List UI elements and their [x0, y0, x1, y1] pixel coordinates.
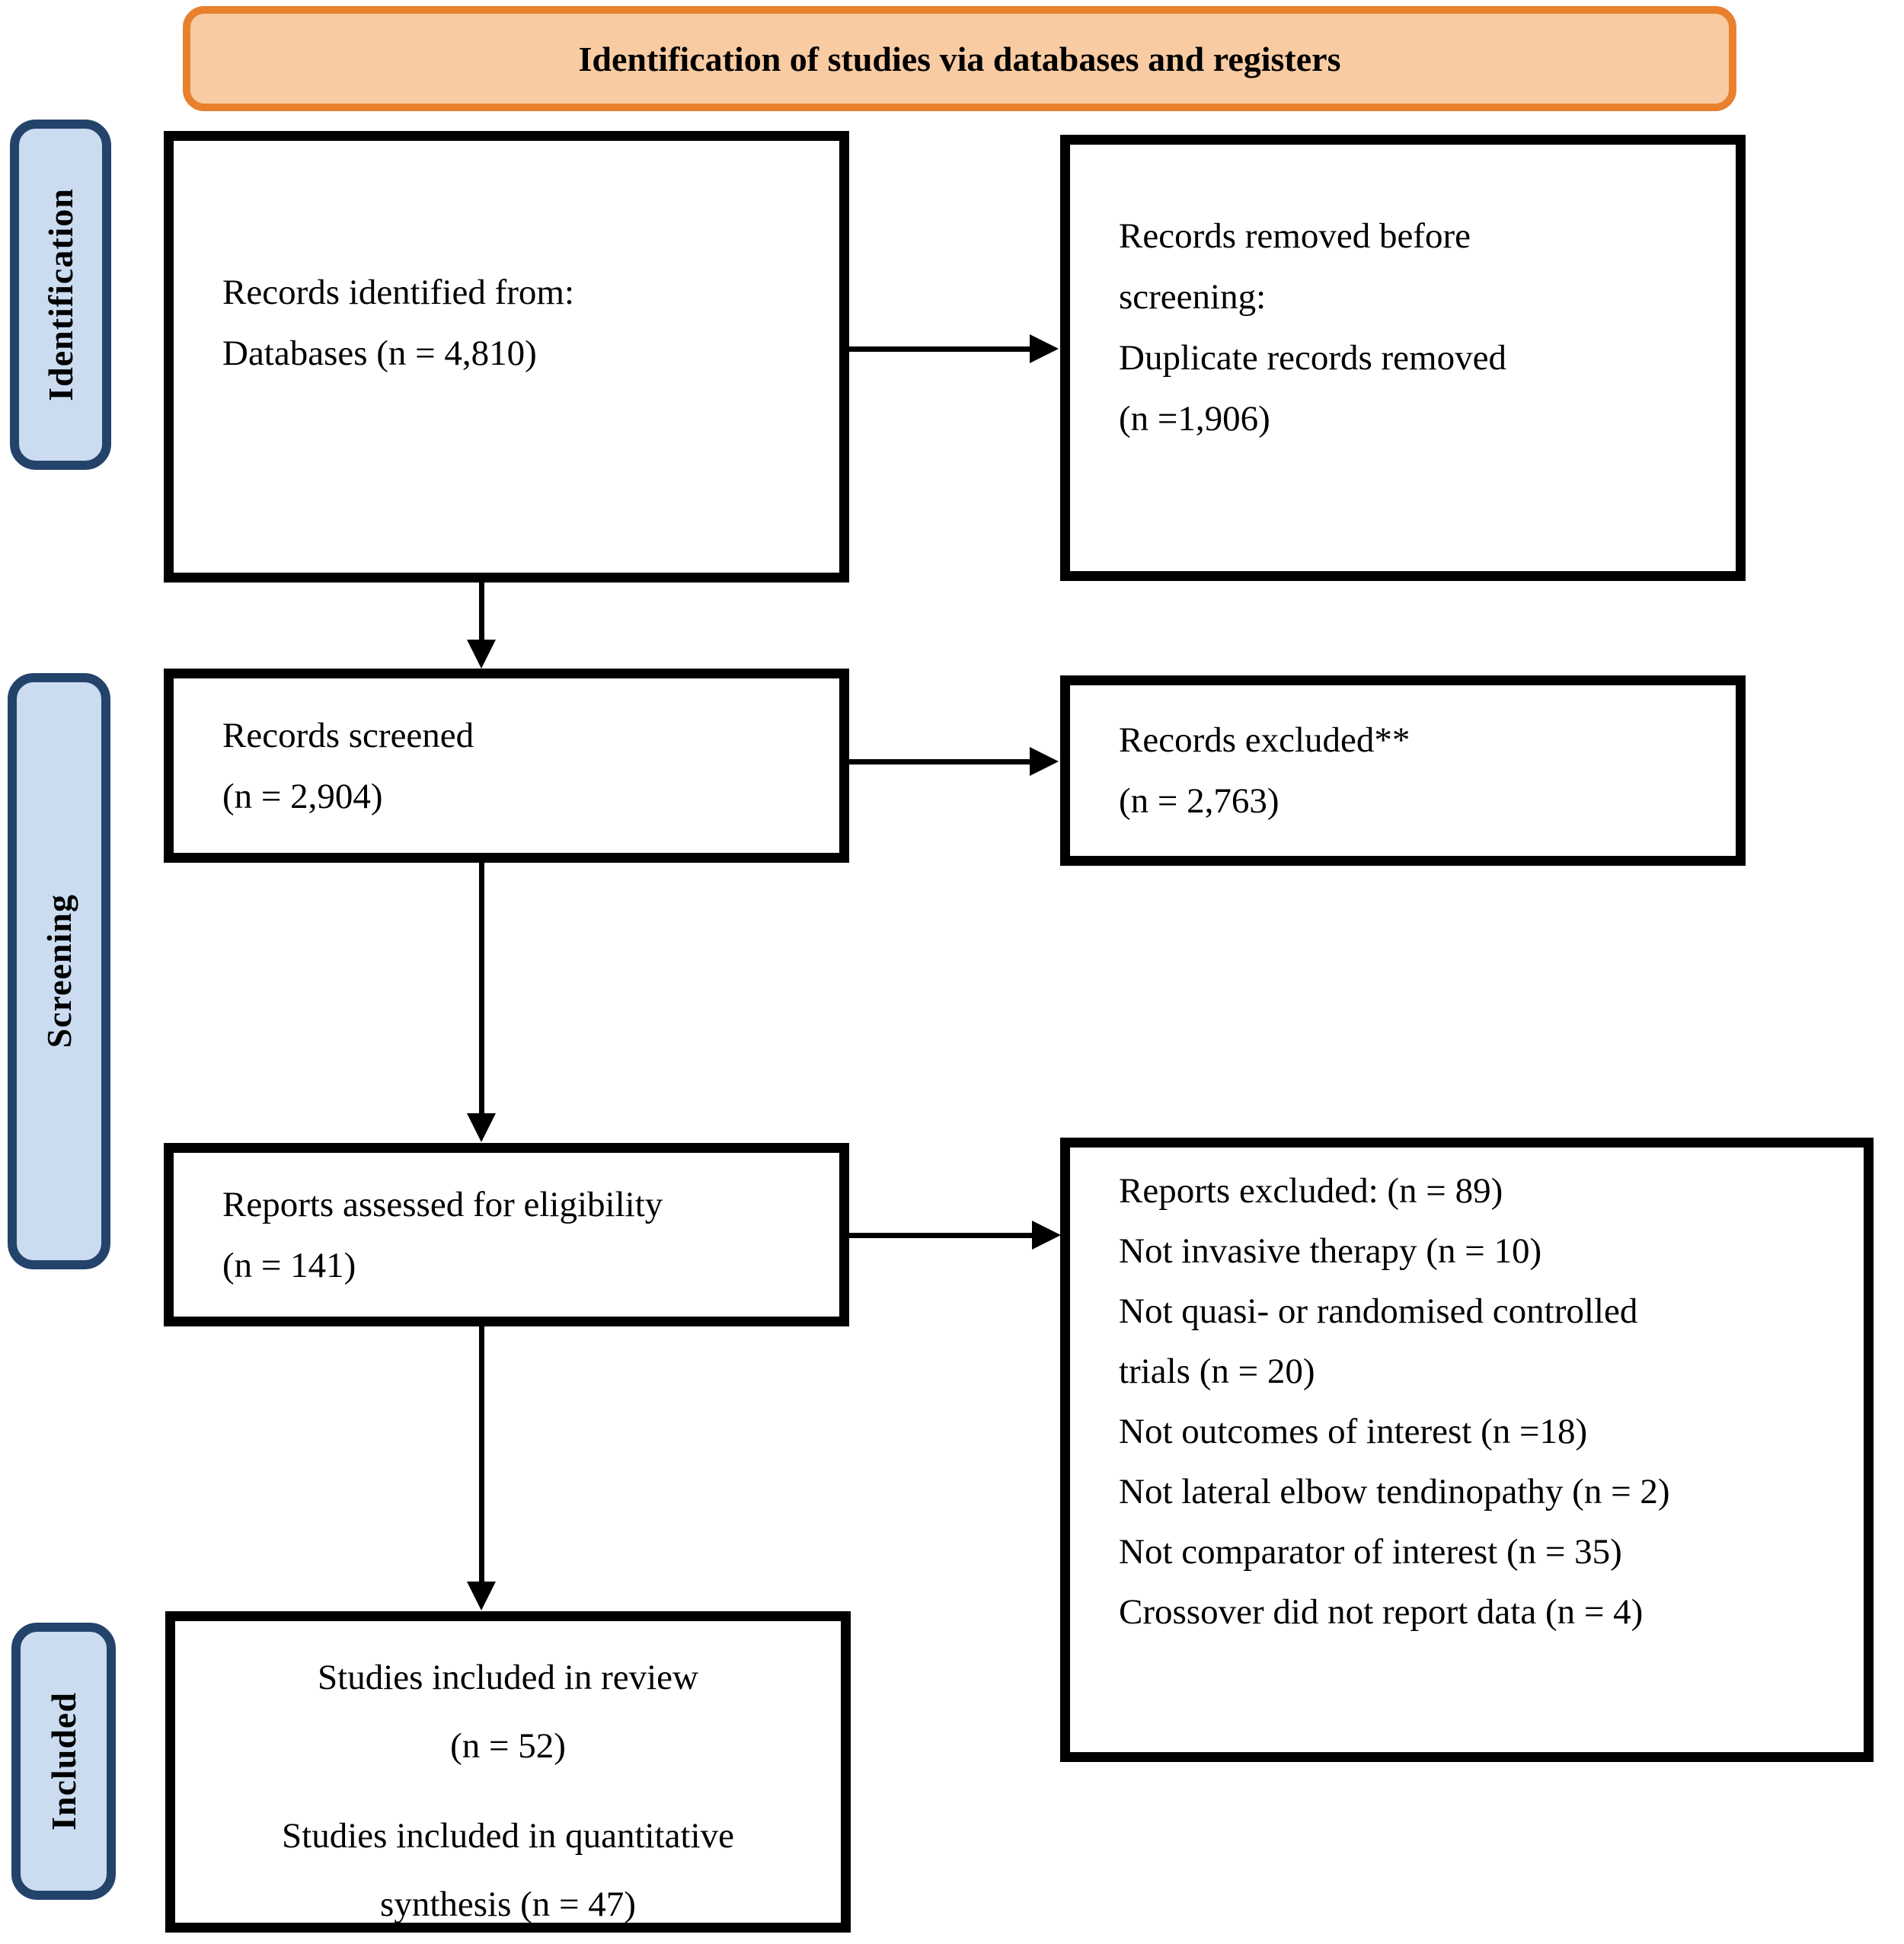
arrow-identified-to-removed-line: [849, 346, 1032, 352]
arrow-assessed-to-reports-excluded-line: [849, 1233, 1033, 1238]
stage-label-screening: Screening: [8, 673, 110, 1269]
box-studies-included: Studies included in review(n = 52) Studi…: [165, 1611, 851, 1933]
studies-included-review: Studies included in review(n = 52): [318, 1658, 698, 1766]
header-banner: Identification of studies via databases …: [183, 6, 1736, 111]
arrow-identified-to-screened-head: [467, 640, 496, 669]
box-reports-excluded: Reports excluded: (n = 89)Not invasive t…: [1060, 1138, 1874, 1762]
header-title: Identification of studies via databases …: [578, 39, 1341, 78]
arrow-assessed-to-reports-excluded-head: [1032, 1221, 1061, 1250]
arrow-screened-to-assessed-line: [479, 862, 484, 1115]
arrow-screened-to-excluded-line: [849, 759, 1032, 765]
arrow-identified-to-screened-line: [479, 582, 484, 641]
stage-label-identification: Identification: [10, 120, 111, 470]
box-records-excluded: Records excluded**(n = 2,763): [1060, 675, 1746, 866]
arrow-identified-to-removed-head: [1030, 334, 1059, 363]
stage-label-identification-text: Identification: [41, 188, 80, 401]
box-records-screened: Records screened(n = 2,904): [164, 669, 849, 863]
arrow-assessed-to-included-line: [479, 1326, 484, 1583]
arrow-screened-to-assessed-head: [467, 1113, 496, 1142]
stage-label-screening-text: Screening: [40, 894, 78, 1049]
box-reports-assessed: Reports assessed for eligibility(n = 141…: [164, 1143, 849, 1326]
arrow-assessed-to-included-head: [467, 1582, 496, 1610]
box-records-identified: Records identified from:Databases (n = 4…: [164, 131, 849, 583]
stage-label-included-text: Included: [44, 1692, 83, 1831]
stage-label-included: Included: [11, 1623, 116, 1900]
arrow-screened-to-excluded-head: [1030, 747, 1059, 776]
